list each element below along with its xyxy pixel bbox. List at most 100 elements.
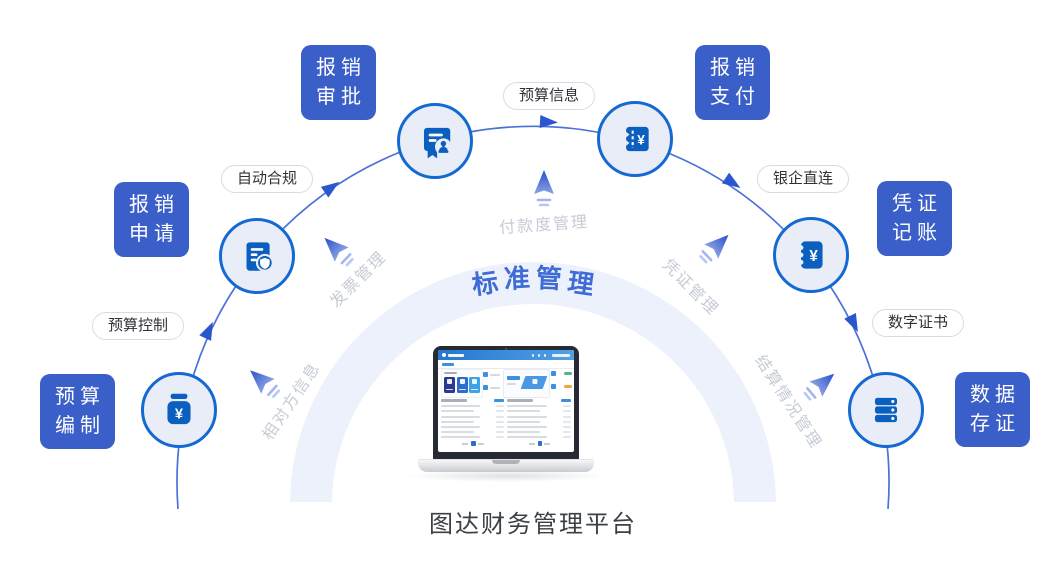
- flow-arrow-icon: [242, 361, 285, 403]
- stage-badge-line: 支付: [710, 85, 760, 108]
- stage-node-data-storage: [848, 372, 924, 448]
- stage-badge-line: 审批: [316, 85, 366, 108]
- stage-badge-expense-apply: 报销 申请: [114, 182, 189, 257]
- stage-badge-line: 申请: [129, 222, 179, 245]
- app-header-bar: [438, 350, 574, 360]
- stage-badge-budget-prep: 预算 编制: [40, 374, 115, 449]
- app-pagination: [507, 441, 571, 446]
- laptop-shadow: [404, 470, 608, 482]
- app-page-indicator: [537, 441, 543, 446]
- app-logo-icon: [442, 353, 446, 357]
- app-header-icon: [531, 354, 534, 357]
- flow-arrow-icon: [799, 364, 842, 406]
- app-action-button: [456, 376, 468, 393]
- app-table-row: [507, 410, 571, 413]
- money-bag-icon: ¥: [167, 393, 191, 425]
- arc-arrowhead: [199, 321, 213, 341]
- app-status-row: [551, 371, 572, 377]
- stage-badge-line: 存证: [970, 412, 1020, 435]
- app-table-row: [507, 436, 571, 439]
- center-label: 标准管理: [470, 262, 596, 301]
- stage-badge-data-storage: 数据 存证: [955, 372, 1030, 447]
- svg-text:¥: ¥: [175, 406, 184, 422]
- connector-pill-budget-info: 预算信息: [503, 82, 596, 110]
- stage-badge-voucher-booking: 凭证 记账: [877, 181, 952, 256]
- flow-arrow-icon: [695, 226, 737, 268]
- app-table-row: [441, 436, 504, 439]
- stage-node-voucher-booking: ¥: [773, 217, 849, 293]
- flow-arrow-icon: [532, 168, 556, 207]
- app-header-icon: [543, 354, 546, 357]
- voucher-yen-icon: ¥: [798, 241, 823, 269]
- connector-pill-budget-control: 预算控制: [92, 312, 185, 340]
- app-table-row: [507, 415, 571, 418]
- app-summary-subtext: [507, 383, 516, 385]
- stage-badge-line: 凭证: [892, 192, 942, 215]
- app-shortcut-row: [483, 385, 501, 391]
- stage-badge-expense-approve: 报销 审批: [301, 45, 376, 120]
- connector-pill-digital-cert: 数字证书: [872, 309, 965, 337]
- app-action-button: [444, 376, 455, 393]
- stage-badge-line: 报销: [710, 56, 760, 79]
- laptop: [404, 346, 608, 486]
- app-screenshot: [438, 350, 574, 452]
- app-summary-chart: [520, 376, 548, 389]
- app-pagination: [441, 441, 504, 446]
- connector-pill-auto-compliance: 自动合规: [221, 165, 314, 193]
- arc-arrowhead: [721, 172, 741, 189]
- app-table-row: [507, 425, 571, 428]
- svg-text:¥: ¥: [637, 133, 645, 148]
- app-table: [507, 399, 571, 449]
- app-table-row: [441, 405, 504, 408]
- laptop-base: [418, 459, 594, 472]
- app-table: [441, 399, 504, 449]
- app-card-label: [444, 372, 457, 374]
- laptop-notch: [492, 460, 520, 464]
- stage-badge-line: 数据: [970, 383, 1020, 406]
- app-user-area: [552, 354, 570, 357]
- stage-node-expense-pay: ¥: [597, 101, 673, 177]
- app-logo-text: [448, 354, 464, 357]
- app-page-indicator: [471, 441, 476, 446]
- app-table-row: [507, 405, 571, 408]
- server-stack-icon: [874, 397, 898, 423]
- stage-badge-line: 报销: [129, 193, 179, 216]
- connector-pill-bank-direct: 银企直连: [757, 165, 850, 193]
- app-table-header: [507, 399, 571, 402]
- arc-arrowhead: [539, 115, 558, 129]
- app-summary-card: [503, 369, 550, 398]
- app-action-button: [469, 376, 480, 393]
- app-status-list: [551, 369, 572, 396]
- app-table-row: [441, 415, 504, 418]
- app-status-row: [551, 384, 572, 390]
- app-table-row: [441, 425, 504, 428]
- stage-badge-expense-pay: 报销 支付: [695, 45, 770, 120]
- stage-node-budget-prep: ¥: [141, 372, 217, 448]
- app-table-row: [441, 431, 504, 434]
- app-table-row: [507, 431, 571, 434]
- app-shortcut-row: [483, 372, 501, 378]
- app-header-icon: [537, 354, 540, 357]
- laptop-camera-dot: [505, 347, 507, 350]
- stage-node-expense-apply: [219, 218, 295, 294]
- app-active-tab: [442, 363, 454, 366]
- svg-text:¥: ¥: [809, 248, 818, 265]
- document-stamp-icon: [423, 127, 452, 159]
- stage-badge-line: 报销: [316, 56, 366, 79]
- stage-badge-line: 预算: [55, 385, 105, 408]
- stage-badge-line: 编制: [55, 414, 105, 437]
- inner-ring: [290, 262, 776, 502]
- app-divider: [438, 367, 574, 369]
- document-shield-icon: [246, 242, 274, 272]
- stage-badge-line: 记账: [892, 221, 942, 244]
- app-table-row: [441, 420, 504, 423]
- app-quick-actions-card: [441, 369, 483, 398]
- app-summary-number: [507, 376, 520, 380]
- stage-node-expense-approve: [397, 103, 473, 179]
- arc-arrowhead: [844, 313, 858, 333]
- app-table-row: [441, 410, 504, 413]
- page-title: 图达财务管理平台: [429, 511, 637, 538]
- laptop-screen: [433, 346, 579, 460]
